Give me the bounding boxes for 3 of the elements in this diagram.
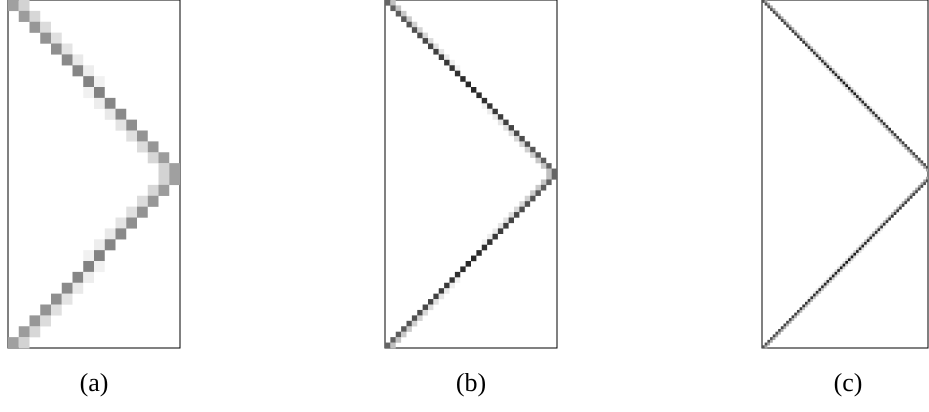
panel-label: (a) [80, 368, 108, 398]
panel-label: (b) [456, 368, 486, 398]
panel-label: (c) [834, 368, 862, 398]
